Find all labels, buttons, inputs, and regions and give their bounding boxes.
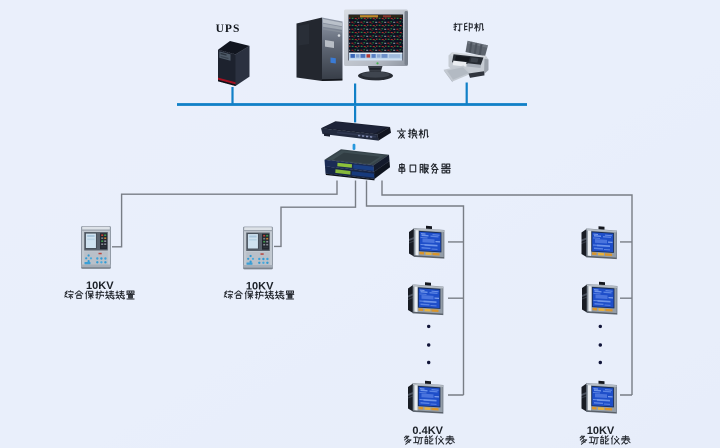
svg-text:0.4KV: 0.4KV	[412, 425, 443, 437]
svg-text:10KV: 10KV	[587, 425, 615, 437]
svg-text:UPS: UPS	[216, 23, 241, 35]
svg-text:10KV: 10KV	[246, 281, 274, 293]
svg-text:10KV: 10KV	[86, 280, 114, 292]
